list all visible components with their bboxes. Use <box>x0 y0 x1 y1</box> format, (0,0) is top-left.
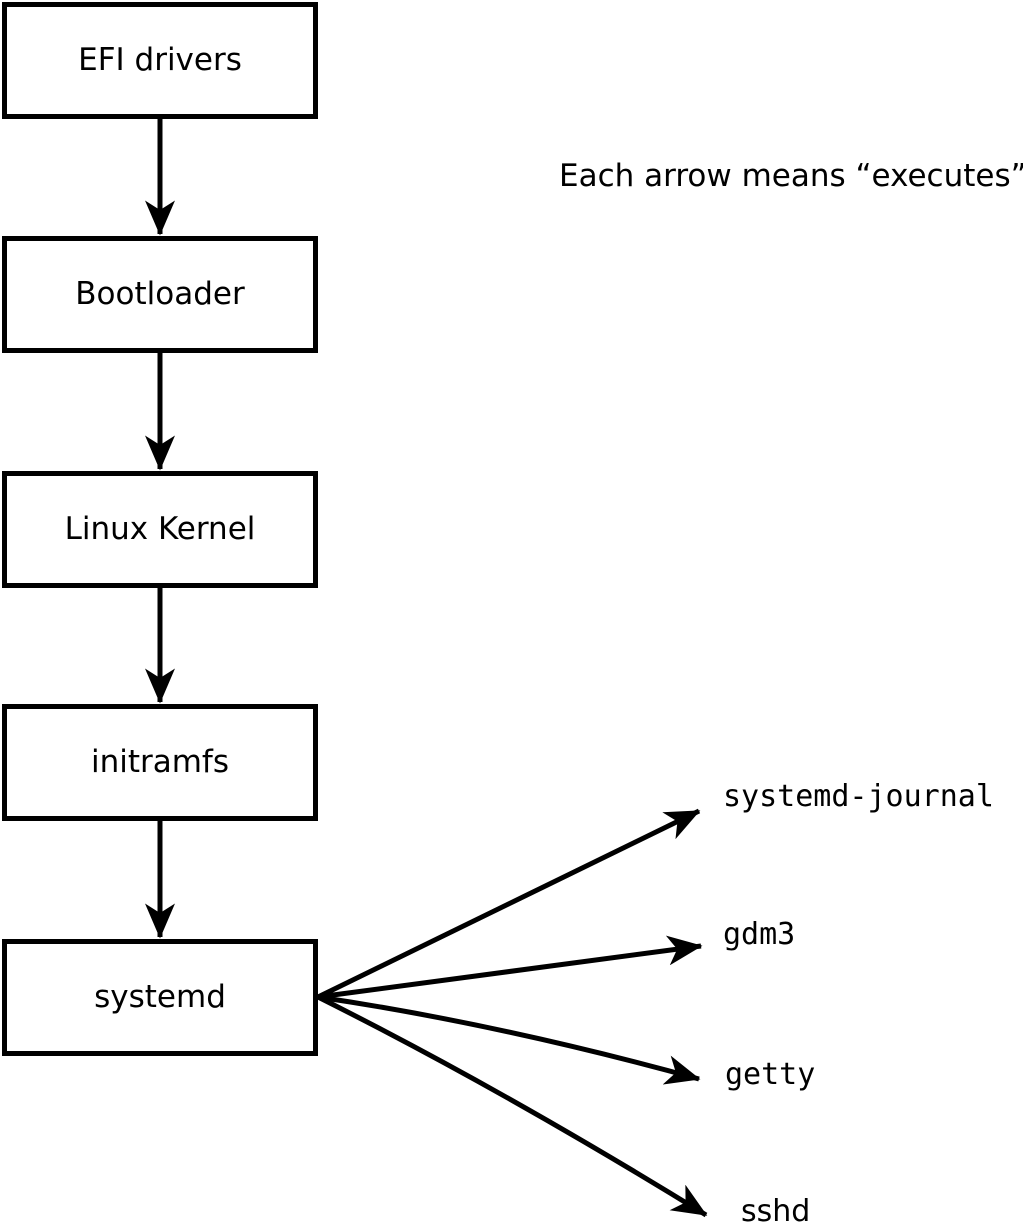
box-initramfs: initramfs <box>2 704 318 821</box>
box-systemd: systemd <box>2 939 318 1056</box>
service-label-gdm3: gdm3 <box>723 917 796 952</box>
arrow-systemd-to-gdm3 <box>317 935 703 1000</box>
legend-caption: Each arrow means “executes”. <box>559 158 1023 194</box>
box-bootloader-label: Bootloader <box>75 276 245 312</box>
box-linux-kernel: Linux Kernel <box>2 471 318 588</box>
service-label-getty: getty <box>725 1057 816 1092</box>
box-initramfs-label: initramfs <box>90 744 230 780</box>
box-efi-drivers-label: EFI drivers <box>78 42 242 78</box>
arrow-systemd-to-sshd <box>316 994 708 1218</box>
box-linux-kernel-label: Linux Kernel <box>64 511 256 547</box>
box-systemd-label: systemd <box>94 979 226 1015</box>
arrow-systemd-to-getty <box>317 994 701 1085</box>
service-label-systemd-journal: systemd-journal <box>723 779 994 814</box>
service-label-sshd: sshd <box>741 1194 811 1229</box>
box-bootloader: Bootloader <box>2 236 318 353</box>
box-efi-drivers: EFI drivers <box>2 2 318 119</box>
arrow-systemd-to-systemd-journal <box>316 808 701 1000</box>
